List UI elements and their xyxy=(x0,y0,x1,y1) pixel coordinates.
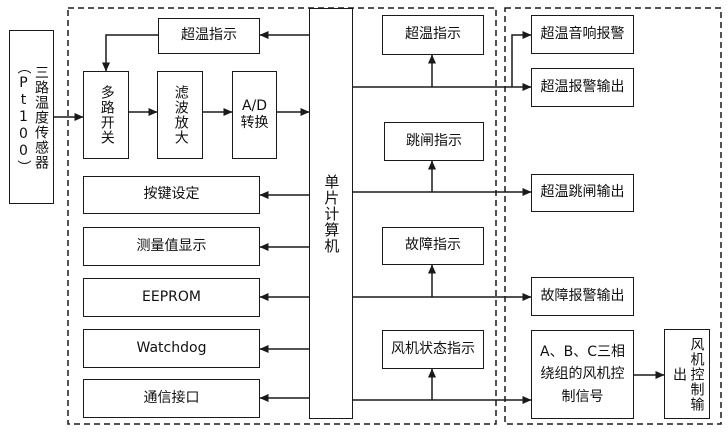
eeprom-block: EEPROM xyxy=(83,278,260,317)
comm-block: 通信接口 xyxy=(83,379,260,418)
display-block: 测量值显示 xyxy=(83,227,260,266)
adc-block: A/D转换 xyxy=(232,71,277,159)
fan-state-indicator: 风机状态指示 xyxy=(382,330,484,369)
keys-block: 按键设定 xyxy=(83,176,260,214)
overtemp-trip-output: 超温跳闸输出 xyxy=(531,174,634,212)
fan-signal-block: A、B、C三相绕组的风机控制信号 xyxy=(531,330,634,419)
adc-label: A/D转换 xyxy=(240,97,269,132)
wire-to-sound-alarm xyxy=(511,31,532,87)
overtemp-indicator-mid: 超温指示 xyxy=(382,15,484,55)
fault-indicator: 故障指示 xyxy=(382,227,484,265)
fan-output-block: 风机控制输出 xyxy=(664,329,710,419)
mux-block: 多路开关 xyxy=(83,71,129,159)
filter-block: 滤波放大 xyxy=(157,71,203,159)
sensor-block: 三路温度传感器（Pt100） xyxy=(9,30,54,204)
overtemp-indicator-left: 超温指示 xyxy=(158,18,260,54)
wire-overtemp-left-mux xyxy=(102,34,158,72)
dashed-region-output xyxy=(504,7,722,425)
mcu-block: 单片计算机 xyxy=(309,8,353,419)
watchdog-block: Watchdog xyxy=(83,329,260,368)
overtemp-sound-alarm: 超温音响报警 xyxy=(531,15,634,54)
dashed-region-mcu xyxy=(67,7,497,425)
trip-indicator: 跳闸指示 xyxy=(384,122,484,161)
fault-alarm-output: 故障报警输出 xyxy=(531,277,634,316)
overtemp-alarm-output: 超温报警输出 xyxy=(531,68,634,107)
